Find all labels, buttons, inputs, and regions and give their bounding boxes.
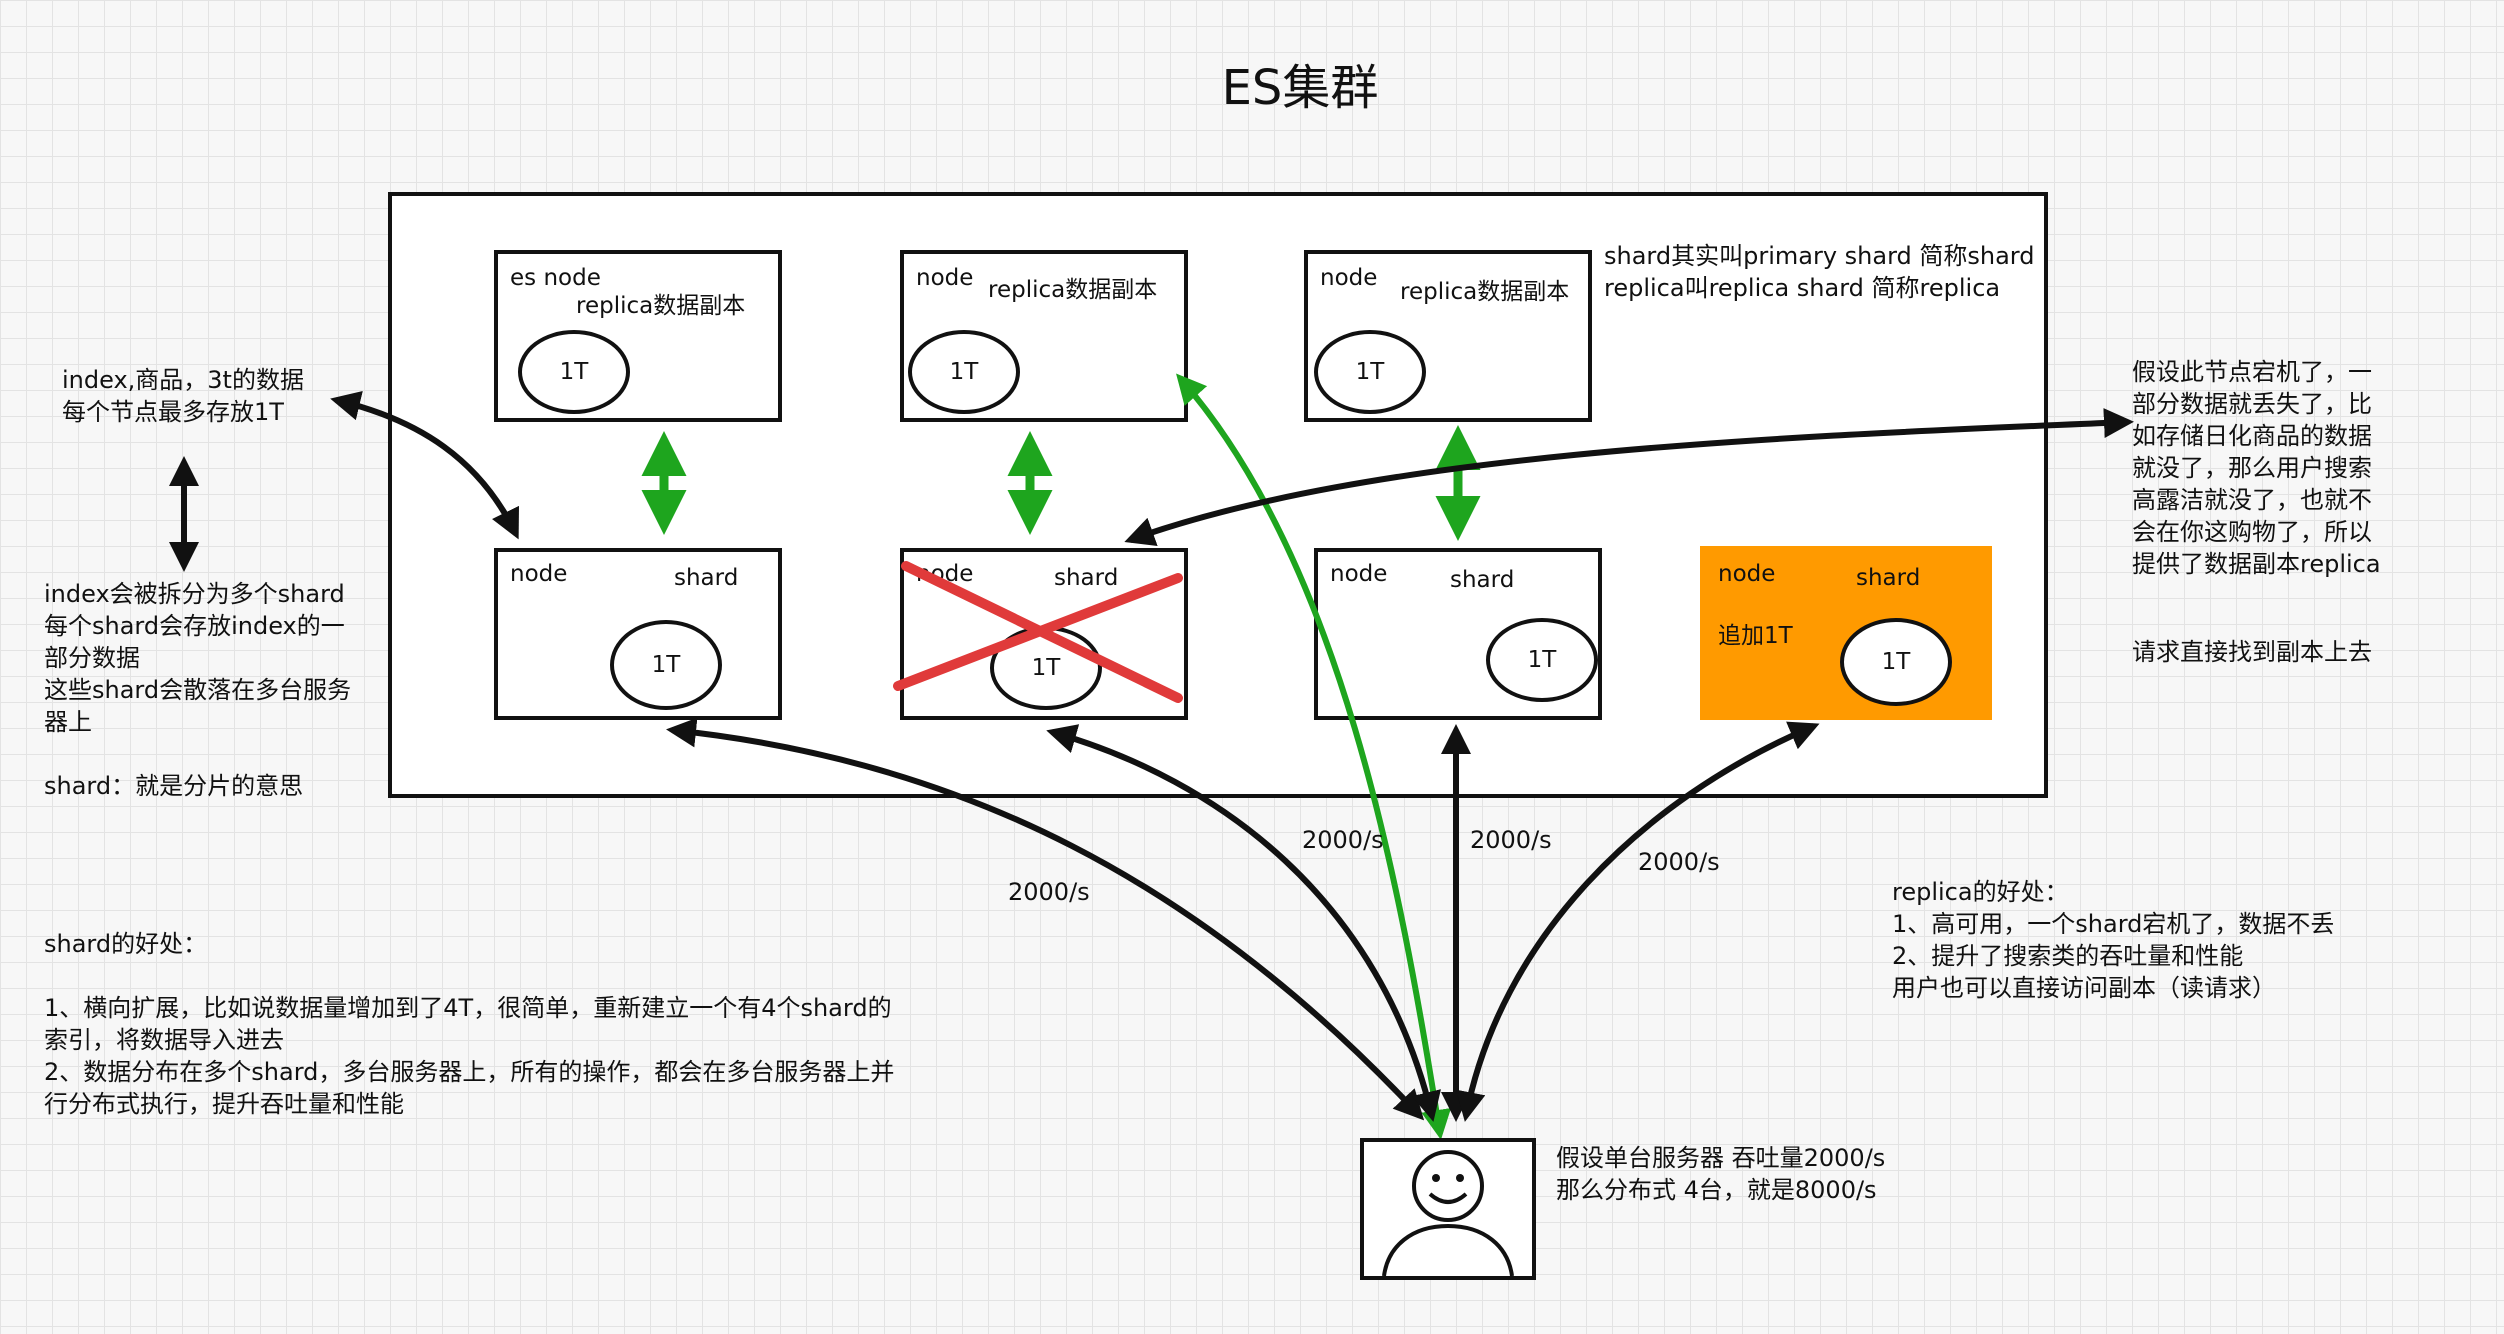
data-size-circle: 1T: [1840, 618, 1952, 706]
shard-node-1: node shard 1T: [494, 548, 782, 720]
throughput-label-2: 2000/s: [1302, 826, 1384, 854]
server-throughput-note: 假设单台服务器 吞吐量2000/s 那么分布式 4台，就是8000/s: [1556, 1144, 1886, 1204]
replica-benefits-note: replica的好处： 1、高可用，一个shard宕机了，数据不丢 2、提升了搜…: [1892, 878, 2335, 1002]
user-client-box: [1360, 1138, 1536, 1280]
index-info-note: index,商品，3t的数据 每个节点最多存放1T: [62, 366, 304, 426]
node-role: replica数据副本: [1400, 279, 1570, 305]
data-size-circle: 1T: [1486, 618, 1598, 702]
node-role: shard: [1450, 567, 1515, 593]
data-size: 1T: [949, 359, 979, 385]
data-size: 1T: [559, 359, 589, 385]
node-name: es node: [510, 265, 601, 291]
node-role: replica数据副本: [576, 293, 746, 319]
shard-benefits-note: shard的好处： 1、横向扩展，比如说数据量增加到了4T，很简单，重新建立一个…: [44, 930, 895, 1118]
replica-node-2: node replica数据副本 1T: [900, 250, 1188, 422]
replica-node-1: es node replica数据副本 1T: [494, 250, 782, 422]
node-role: shard: [1856, 565, 1921, 591]
request-replica-note: 请求直接找到副本上去: [2132, 638, 2372, 666]
shard-node-2-failed: node shard 1T: [900, 548, 1188, 720]
node-role: shard: [1054, 565, 1119, 591]
index-split-note: index会被拆分为多个shard 每个shard会存放index的一 部分数据…: [44, 580, 352, 800]
shard-node-4-added: node shard 追加1T 1T: [1700, 546, 1992, 720]
data-size-circle: 1T: [610, 620, 722, 710]
throughput-label-1: 2000/s: [1008, 878, 1090, 906]
node-role: replica数据副本: [988, 277, 1158, 303]
smiley-face-icon: [1382, 1150, 1514, 1277]
node-role: shard: [674, 565, 739, 591]
node-name: node: [510, 561, 568, 587]
request-arrow-2: [1046, 724, 1441, 1122]
data-size: 1T: [651, 652, 681, 678]
node-down-note: 假设此节点宕机了，一 部分数据就丢失了，比 如存储日化商品的数据 就没了，那么用…: [2132, 358, 2381, 578]
diagram-title: ES集群: [1221, 60, 1379, 116]
request-arrow-4: [1455, 721, 1820, 1122]
node-name: node: [1320, 265, 1378, 291]
index-to-shard-arrow: [330, 390, 519, 540]
data-size: 1T: [1527, 647, 1557, 673]
node-name: node: [1718, 561, 1776, 587]
failure-cross: [901, 561, 1183, 703]
data-size: 1T: [1031, 655, 1061, 681]
failure-note-arrow: [1124, 408, 2134, 546]
node-name: node: [916, 265, 974, 291]
data-size-circle: 1T: [518, 330, 630, 414]
data-size: 1T: [1881, 649, 1911, 675]
shard-naming-note: shard其实叫primary shard 简称shard replica叫re…: [1604, 242, 2035, 302]
throughput-label-3: 2000/s: [1470, 826, 1552, 854]
throughput-label-4: 2000/s: [1638, 848, 1720, 876]
data-size-circle: 1T: [908, 330, 1020, 414]
added-label: 追加1T: [1718, 623, 1793, 649]
